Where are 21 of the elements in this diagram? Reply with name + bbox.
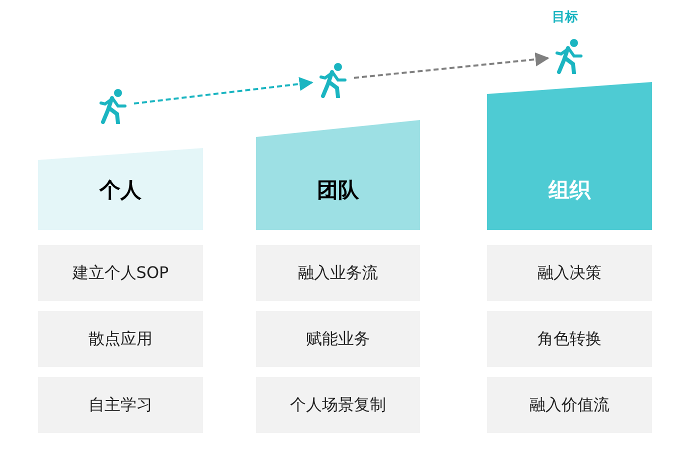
- dashed-arrow: [134, 77, 314, 105]
- step-block: [38, 148, 203, 230]
- runner-icon: [554, 38, 584, 74]
- item-cell: 个人场景复制: [256, 377, 420, 433]
- runner-icon: [98, 88, 128, 124]
- step-block: [487, 82, 652, 230]
- step-block: [256, 120, 420, 230]
- item-cell: 自主学习: [38, 377, 203, 433]
- goal-label: 目标: [552, 9, 578, 26]
- dashed-arrow: [354, 52, 550, 79]
- step-title: 个人: [98, 177, 142, 204]
- item-cell: 散点应用: [38, 311, 203, 367]
- item-cell: 融入决策: [487, 245, 652, 301]
- item-cell: 融入业务流: [256, 245, 420, 301]
- item-cell: 融入价值流: [487, 377, 652, 433]
- runner-icon: [318, 62, 348, 98]
- step-title: 团队: [316, 177, 360, 204]
- step-title: 组织: [547, 177, 592, 204]
- item-cell: 角色转换: [487, 311, 652, 367]
- item-cell: 建立个人SOP: [38, 245, 203, 301]
- item-cell: 赋能业务: [256, 311, 420, 367]
